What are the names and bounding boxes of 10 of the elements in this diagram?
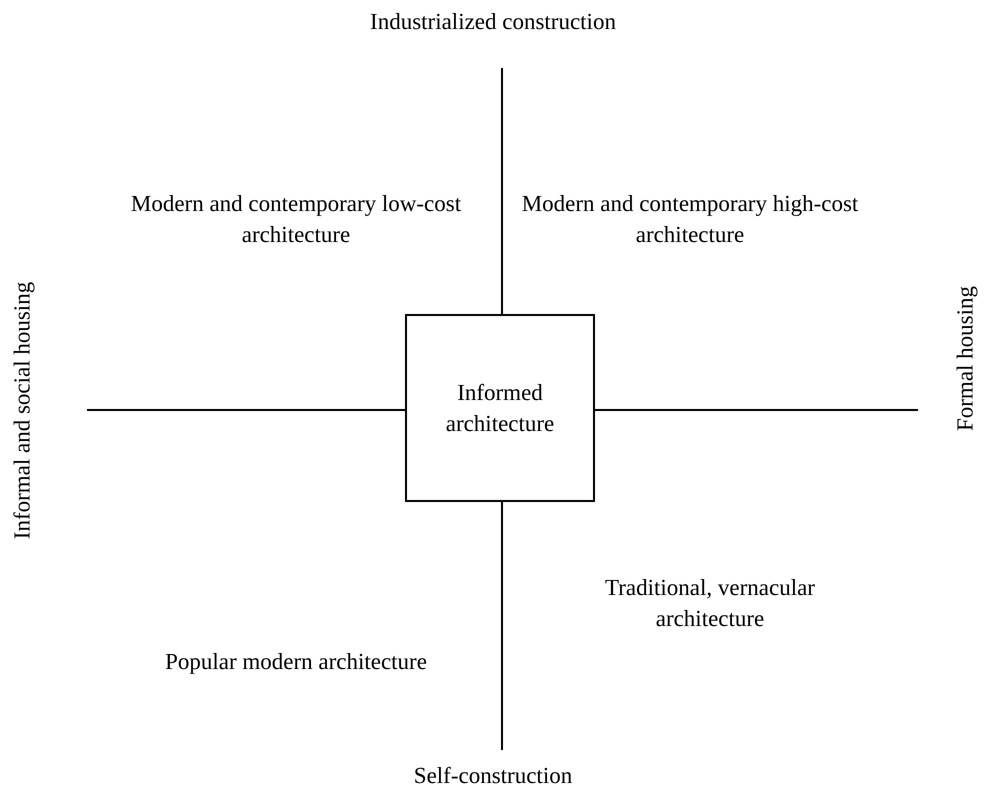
quadrant-label: Popular modern architecture [164,648,428,676]
quadrant-label: Modern and contemporary high-cost architecture [520,190,860,249]
axis-label: Informal and social housing [8,280,36,542]
center-box [405,314,595,502]
axis-label: Formal housing [952,284,978,434]
axis-label: Industrialized construction [369,8,617,36]
quadrant-label: Modern and contemporary low-cost architecture [130,190,462,249]
node-label: Informed architecture [444,379,556,438]
quadrant-label: Traditional, vernacular architecture [604,574,816,633]
axis-label: Self-construction [412,762,574,790]
